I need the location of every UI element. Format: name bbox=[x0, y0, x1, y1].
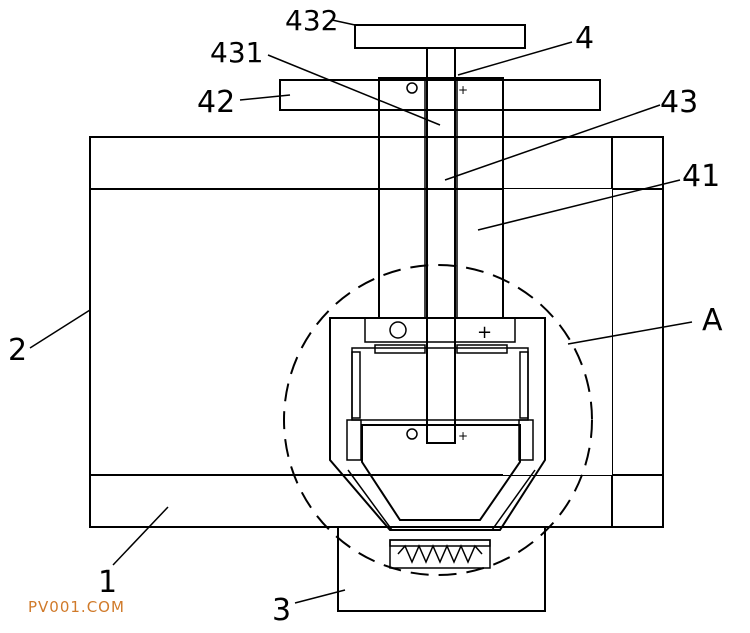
label-4: 4 bbox=[575, 21, 594, 56]
valve-stem bbox=[426, 47, 456, 444]
valve-sleeve bbox=[378, 77, 504, 319]
svg-text:+: + bbox=[458, 83, 468, 97]
label-2: 2 bbox=[8, 333, 27, 368]
handle-plate bbox=[354, 24, 526, 49]
svg-text:+: + bbox=[458, 429, 468, 443]
label-43: 43 bbox=[660, 85, 698, 120]
label-41: 41 bbox=[682, 159, 720, 194]
label-431: 431 bbox=[210, 36, 263, 69]
watermark-text: PV001.COM bbox=[28, 598, 125, 616]
pipe-body bbox=[89, 136, 664, 528]
detail-circle-a bbox=[283, 264, 593, 576]
label-3: 3 bbox=[272, 593, 291, 628]
label-a: A bbox=[702, 303, 723, 338]
label-1: 1 bbox=[98, 565, 117, 600]
flange-plate: + bbox=[279, 79, 601, 111]
label-432: 432 bbox=[285, 4, 338, 37]
part-labels: 432 4 431 42 43 41 2 A 1 3 bbox=[8, 4, 723, 628]
valve-housing: + + bbox=[329, 317, 546, 531]
leader-lines bbox=[29, 19, 693, 604]
svg-text:+: + bbox=[477, 322, 492, 343]
outlet-box bbox=[337, 526, 546, 612]
label-42: 42 bbox=[197, 85, 235, 120]
